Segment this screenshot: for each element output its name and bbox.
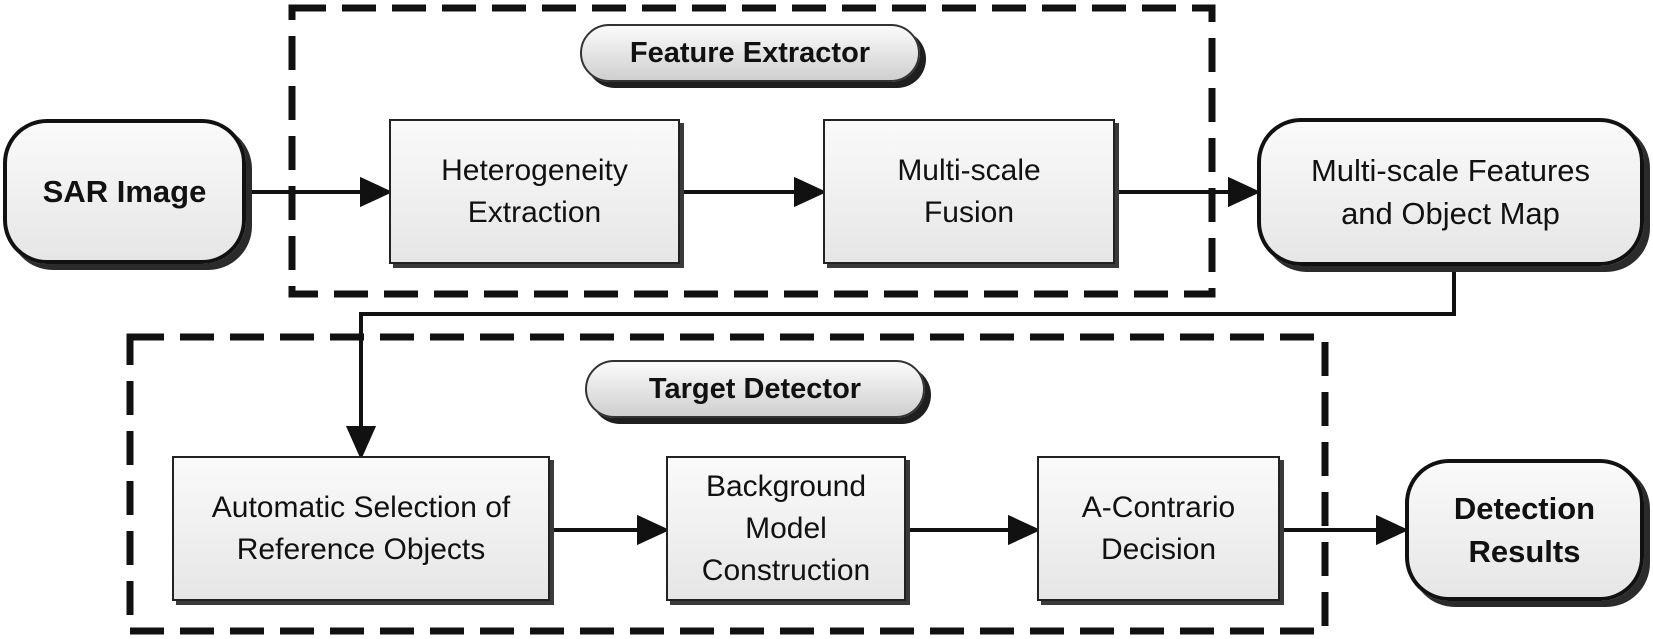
automatic-selection-node: Automatic Selection of Reference Objects (172, 456, 550, 601)
features-object-map-label: Multi-scale Features and Object Map (1310, 152, 1591, 231)
heterogeneity-extraction-label: Heterogeneity Extraction (441, 153, 628, 229)
arrowhead-results (1376, 514, 1409, 546)
background-model-label: Background Model Construction (701, 469, 871, 587)
arrowhead-acontrario (1008, 514, 1041, 546)
a-contrario-decision-label: A-Contrario Decision (1081, 490, 1236, 566)
features-object-map-node: Multi-scale Features and Object Map (1257, 118, 1644, 266)
sar-image-node: SAR Image (3, 119, 246, 264)
arrowhead-selection (345, 426, 377, 460)
multi-scale-fusion-label: Multi-scale Fusion (897, 153, 1041, 229)
automatic-selection-label: Automatic Selection of Reference Objects (211, 490, 511, 566)
feature-extractor-title: Feature Extractor (580, 24, 920, 82)
detection-results-node: Detection Results (1405, 459, 1644, 601)
multi-scale-fusion-node: Multi-scale Fusion (823, 119, 1115, 264)
feature-extractor-frame (288, 4, 1216, 298)
target-detector-frame (126, 333, 1329, 635)
arrow-features-to-selection (359, 266, 1456, 440)
detection-results-label: Detection Results (1453, 490, 1596, 569)
target-detector-title: Target Detector (585, 360, 925, 418)
a-contrario-decision-node: A-Contrario Decision (1037, 456, 1280, 601)
arrowhead-heterogeneity (360, 176, 393, 208)
heterogeneity-extraction-node: Heterogeneity Extraction (389, 119, 680, 264)
background-model-node: Background Model Construction (666, 456, 906, 601)
sar-image-label: SAR Image (42, 173, 207, 209)
arrowhead-features (1228, 176, 1261, 208)
arrowhead-fusion (794, 176, 827, 208)
arrowhead-background (637, 514, 670, 546)
